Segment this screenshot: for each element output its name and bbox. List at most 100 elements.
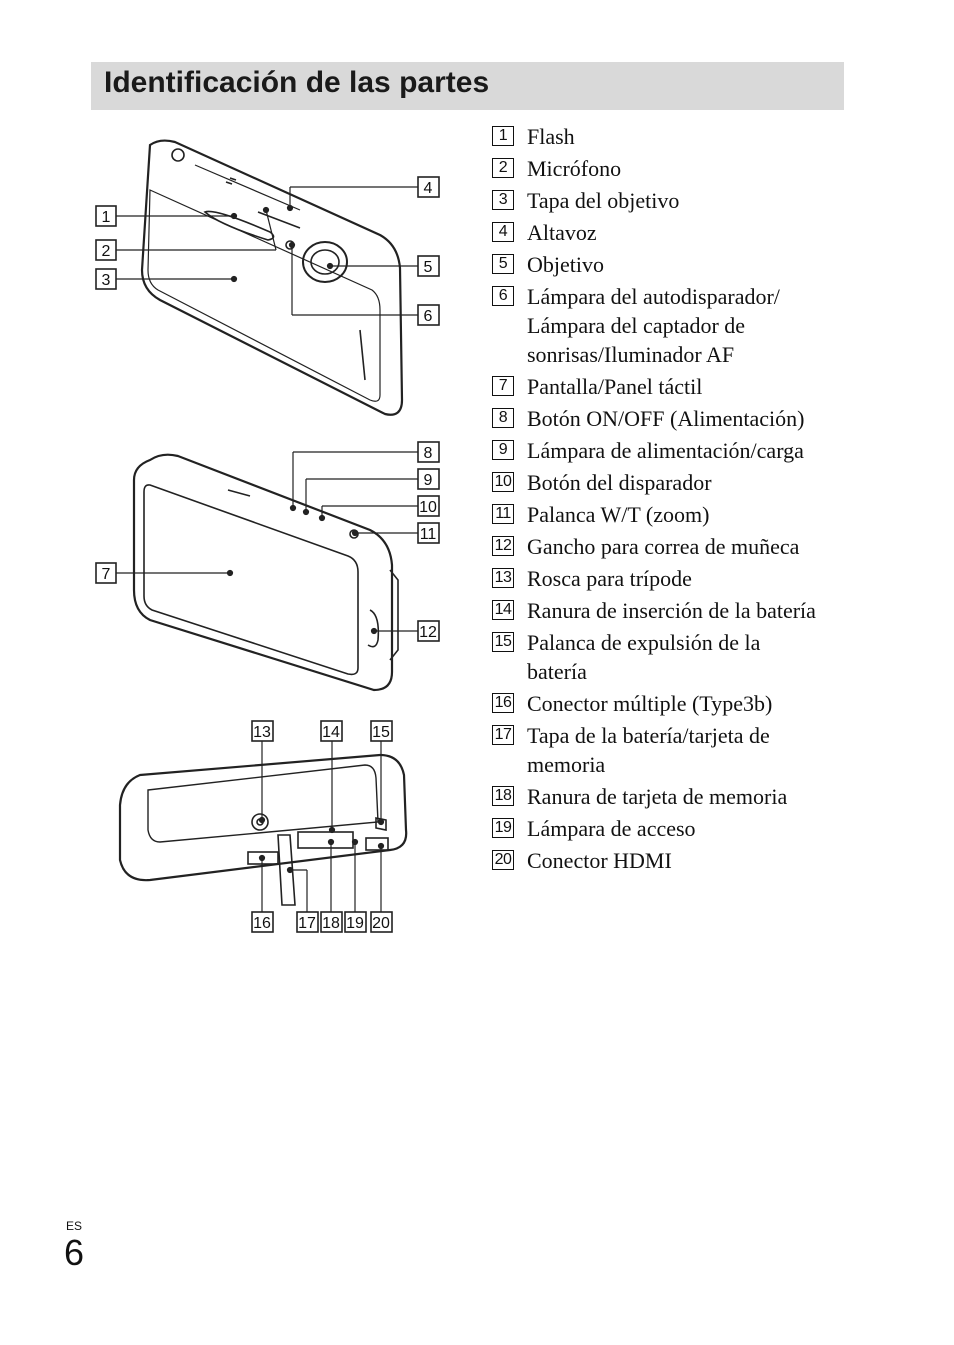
svg-text:7: 7 — [102, 566, 111, 583]
part-label: Flash — [527, 124, 575, 149]
part-number: 20 — [492, 850, 514, 870]
part-number: 4 — [492, 222, 514, 242]
part-label: Lámpara de acceso — [527, 816, 696, 841]
part-number: 16 — [492, 693, 514, 713]
callout-4: 4 — [417, 176, 440, 198]
part-number: 11 — [492, 504, 514, 524]
part-number: 2 — [492, 158, 514, 178]
section-header: Identificación de las partes — [91, 62, 844, 110]
part-number: 18 — [492, 786, 514, 806]
svg-text:10: 10 — [419, 499, 437, 516]
part-number: 19 — [492, 818, 514, 838]
callout-5: 5 — [417, 255, 440, 277]
part-number: 17 — [492, 725, 514, 745]
part-label: Tapa de la batería/tarjeta de memoria — [527, 723, 770, 777]
part-item: 18 Ranura de tarjeta de memoria — [492, 782, 852, 811]
part-item: 1 Flash — [492, 122, 852, 151]
callout-9: 9 — [417, 468, 440, 490]
part-label: Ranura de inserción de la batería — [527, 598, 816, 623]
part-number: 13 — [492, 568, 514, 588]
svg-text:12: 12 — [419, 624, 437, 641]
callout-15: 15 — [370, 720, 393, 742]
part-item: 12 Gancho para correa de muñeca — [492, 532, 852, 561]
page-title: Identificación de las partes — [104, 66, 490, 99]
callout-10: 10 — [417, 495, 440, 517]
svg-text:6: 6 — [424, 308, 433, 325]
svg-text:1: 1 — [102, 209, 111, 226]
part-label: Gancho para correa de muñeca — [527, 534, 800, 559]
camera-front-view — [140, 139, 404, 416]
part-number: 3 — [492, 190, 514, 210]
part-number: 10 — [492, 472, 514, 492]
part-item: 7 Pantalla/Panel táctil — [492, 372, 852, 401]
svg-text:20: 20 — [372, 915, 390, 932]
part-item: 13 Rosca para trípode — [492, 564, 852, 593]
part-label: Rosca para trípode — [527, 566, 692, 591]
svg-text:17: 17 — [298, 915, 316, 932]
part-label: Botón ON/OFF (Alimentación) — [527, 406, 805, 431]
svg-text:19: 19 — [346, 915, 364, 932]
part-label: Palanca de expulsión de la batería — [527, 630, 761, 684]
part-number: 15 — [492, 632, 514, 652]
part-item: 6 Lámpara del autodisparador/ Lámpara del… — [492, 282, 852, 369]
part-label: Tapa del objetivo — [527, 188, 680, 213]
callout-2: 2 — [95, 239, 117, 261]
leader-lines — [116, 186, 418, 912]
callout-7: 7 — [95, 562, 117, 584]
part-number: 14 — [492, 600, 514, 620]
svg-text:16: 16 — [253, 915, 271, 932]
part-label: Altavoz — [527, 220, 597, 245]
callout-17: 17 — [296, 911, 319, 933]
svg-text:9: 9 — [424, 472, 433, 489]
part-label: Objetivo — [527, 252, 604, 277]
callout-3: 3 — [95, 268, 117, 290]
svg-text:15: 15 — [372, 724, 390, 741]
part-label: Ranura de tarjeta de memoria — [527, 784, 788, 809]
part-item: 11 Palanca W/T (zoom) — [492, 500, 852, 529]
callout-19: 19 — [344, 911, 367, 933]
callout-16: 16 — [251, 911, 274, 933]
callout-8: 8 — [417, 441, 440, 463]
part-item: 15 Palanca de expulsión de la batería — [492, 628, 852, 686]
part-number: 9 — [492, 440, 514, 460]
svg-text:14: 14 — [322, 724, 340, 741]
svg-text:8: 8 — [424, 445, 433, 462]
camera-bottom-view — [118, 753, 408, 906]
part-item: 16 Conector múltiple (Type3b) — [492, 689, 852, 718]
part-label: Palanca W/T (zoom) — [527, 502, 710, 527]
part-label: Conector múltiple (Type3b) — [527, 691, 773, 716]
part-number: 7 — [492, 376, 514, 396]
callout-1: 1 — [95, 205, 117, 227]
callout-6: 6 — [417, 304, 440, 326]
language-code: ES — [66, 1219, 83, 1233]
svg-text:4: 4 — [424, 180, 433, 197]
part-label: Pantalla/Panel táctil — [527, 374, 703, 399]
part-item: 5 Objetivo — [492, 250, 852, 279]
callout-13: 13 — [251, 720, 274, 742]
svg-text:5: 5 — [424, 259, 433, 276]
part-number: 5 — [492, 254, 514, 274]
part-item: 3 Tapa del objetivo — [492, 186, 852, 215]
callout-labels: 1 2 3 4 5 6 7 8 9 10 11 12 13 14 15 16 1… — [95, 176, 440, 933]
callout-14: 14 — [320, 720, 343, 742]
svg-text:13: 13 — [253, 724, 271, 741]
part-number: 12 — [492, 536, 514, 556]
callout-12: 12 — [417, 620, 440, 642]
part-label: Lámpara del autodisparador/ Lámpara del … — [527, 284, 780, 367]
callout-18: 18 — [320, 911, 343, 933]
callout-11: 11 — [417, 522, 440, 544]
part-number: 6 — [492, 286, 514, 306]
svg-text:3: 3 — [102, 272, 111, 289]
part-item: 20 Conector HDMI — [492, 846, 852, 875]
part-number: 1 — [492, 126, 514, 146]
part-item: 19 Lámpara de acceso — [492, 814, 852, 843]
svg-text:18: 18 — [322, 915, 340, 932]
part-label: Conector HDMI — [527, 848, 672, 873]
part-item: 4 Altavoz — [492, 218, 852, 247]
